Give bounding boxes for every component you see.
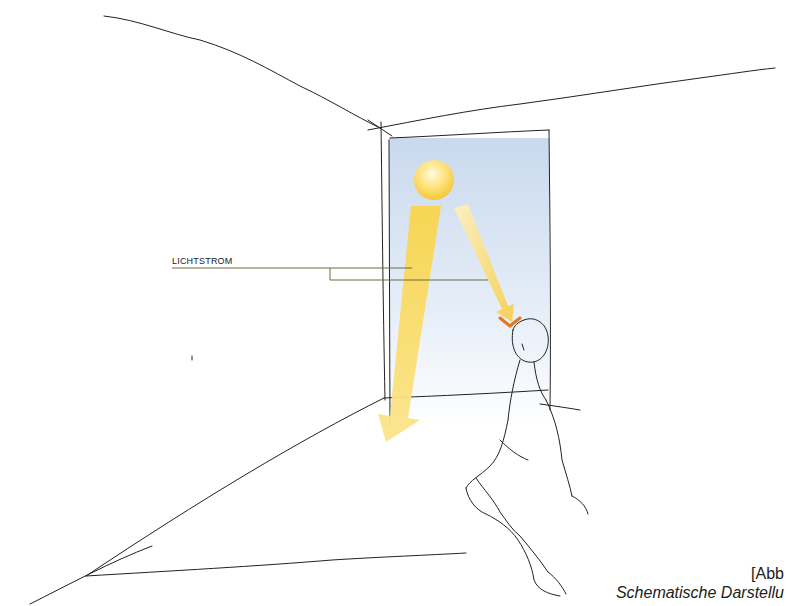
figure-number: [Abb <box>751 565 784 583</box>
leader-label: LICHTSTROM <box>172 256 233 266</box>
figure-caption: Schematische Darstellu <box>616 584 784 602</box>
